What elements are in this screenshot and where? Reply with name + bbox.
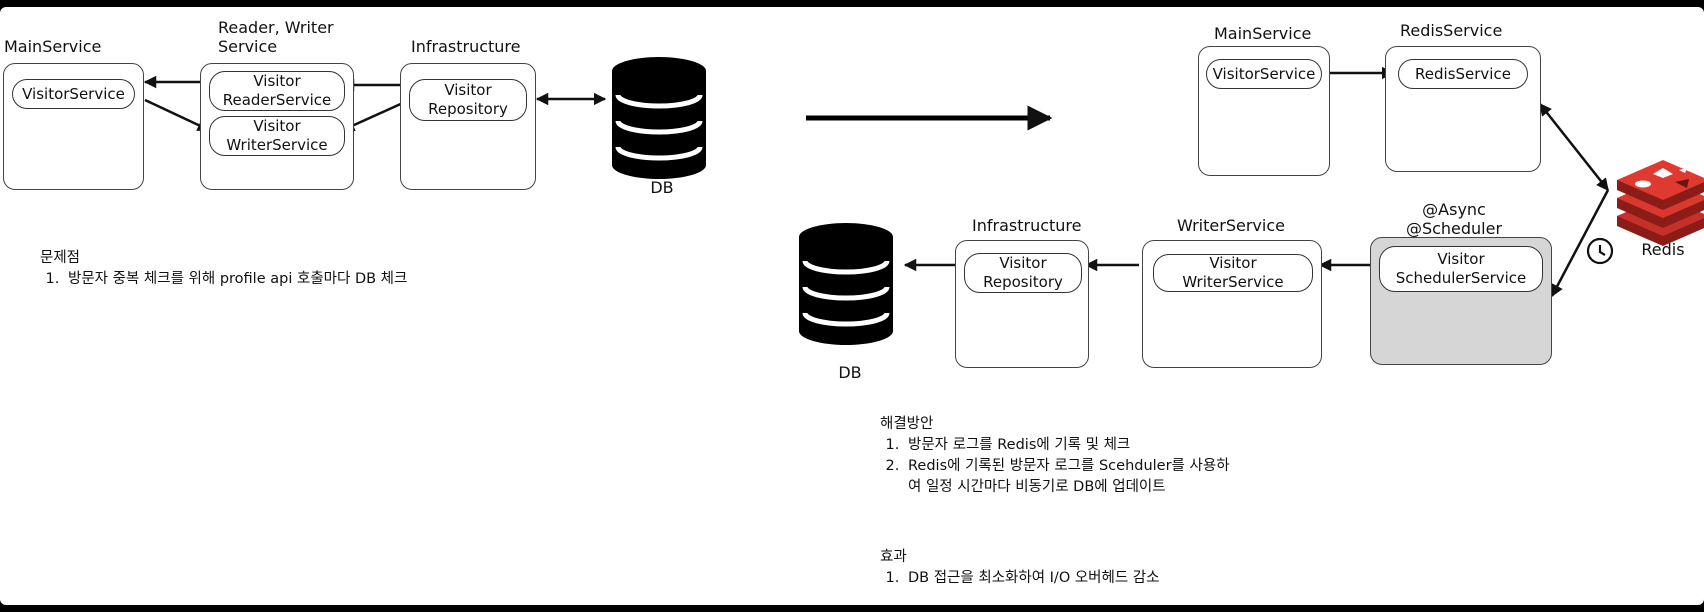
problem-item: 방문자 중복 체크를 위해 profile api 호출마다 DB 체크 [64,269,600,290]
redis-service-title: RedisService [1400,21,1503,40]
database-icon [612,57,706,179]
clock-icon [1586,237,1614,265]
after-infrastructure-title: Infrastructure [972,216,1082,235]
effect-item: DB 접근을 최소화하여 I/O 오버헤드 감소 [904,568,1280,589]
redis-logo-icon [1617,160,1704,246]
connector-layer [143,57,1704,345]
redis-service-pill: RedisService [1398,59,1528,89]
visitor-reader-service-pill: Visitor ReaderService [209,71,345,111]
after-main-service-box: VisitorService [1198,46,1330,176]
effect-note: 효과 DB 접근을 최소화하여 I/O 오버헤드 감소 [880,547,1280,589]
scheduler-service-box: Visitor SchedulerService [1370,237,1552,365]
solution-item: 방문자 로그를 Redis에 기록 및 체크 [904,435,1240,456]
reader-writer-service-box: Visitor ReaderService Visitor WriterServ… [200,63,354,190]
visitor-scheduler-service-pill: Visitor SchedulerService [1379,246,1543,292]
visitor-writer-service-pill: Visitor WriterService [209,116,345,156]
solution-item: Redis에 기록된 방문자 로그를 Scehduler를 사용하여 일정 시간… [904,456,1240,498]
after-infrastructure-box: Visitor Repository [955,240,1089,368]
redis-label: Redis [1641,240,1685,259]
after-db-label: DB [838,363,862,382]
db-label: DB [650,178,674,197]
infrastructure-box: Visitor Repository [400,63,536,190]
visitor-repository-pill: Visitor Repository [409,79,527,121]
solution-note: 해결방안 방문자 로그를 Redis에 기록 및 체크 Redis에 기록된 방… [880,414,1240,498]
problem-note: 문제점 방문자 중복 체크를 위해 profile api 호출마다 DB 체크 [40,248,600,290]
after-visitor-service-pill: VisitorService [1206,59,1322,89]
arrow-main-to-writer [144,98,211,132]
infrastructure-title: Infrastructure [411,37,521,56]
scheduler-annotation: @Async @Scheduler [1405,200,1503,238]
arrow-redis-to-scheduler [1550,189,1610,298]
architecture-slide: MainService VisitorService Reader, Write… [0,7,1704,605]
visitor-service-pill: VisitorService [12,79,135,109]
effect-heading: 효과 [880,549,907,565]
solution-heading: 해결방안 [880,416,934,432]
arrow-redis-service-to-redis [1539,103,1609,191]
main-service-box: VisitorService [3,63,144,190]
problem-heading: 문제점 [40,250,81,266]
writer-service-title: WriterService [1177,216,1285,235]
after-visitor-repository-pill: Visitor Repository [964,253,1082,293]
after-main-service-title: MainService [1214,24,1312,43]
reader-writer-service-title: Reader, Writer Service [218,18,334,56]
redis-service-box: RedisService [1385,46,1541,172]
main-service-title: MainService [4,37,102,56]
writer-service-box: Visitor WriterService [1142,240,1322,368]
database-icon [799,223,893,345]
after-visitor-writer-service-pill: Visitor WriterService [1153,254,1313,292]
